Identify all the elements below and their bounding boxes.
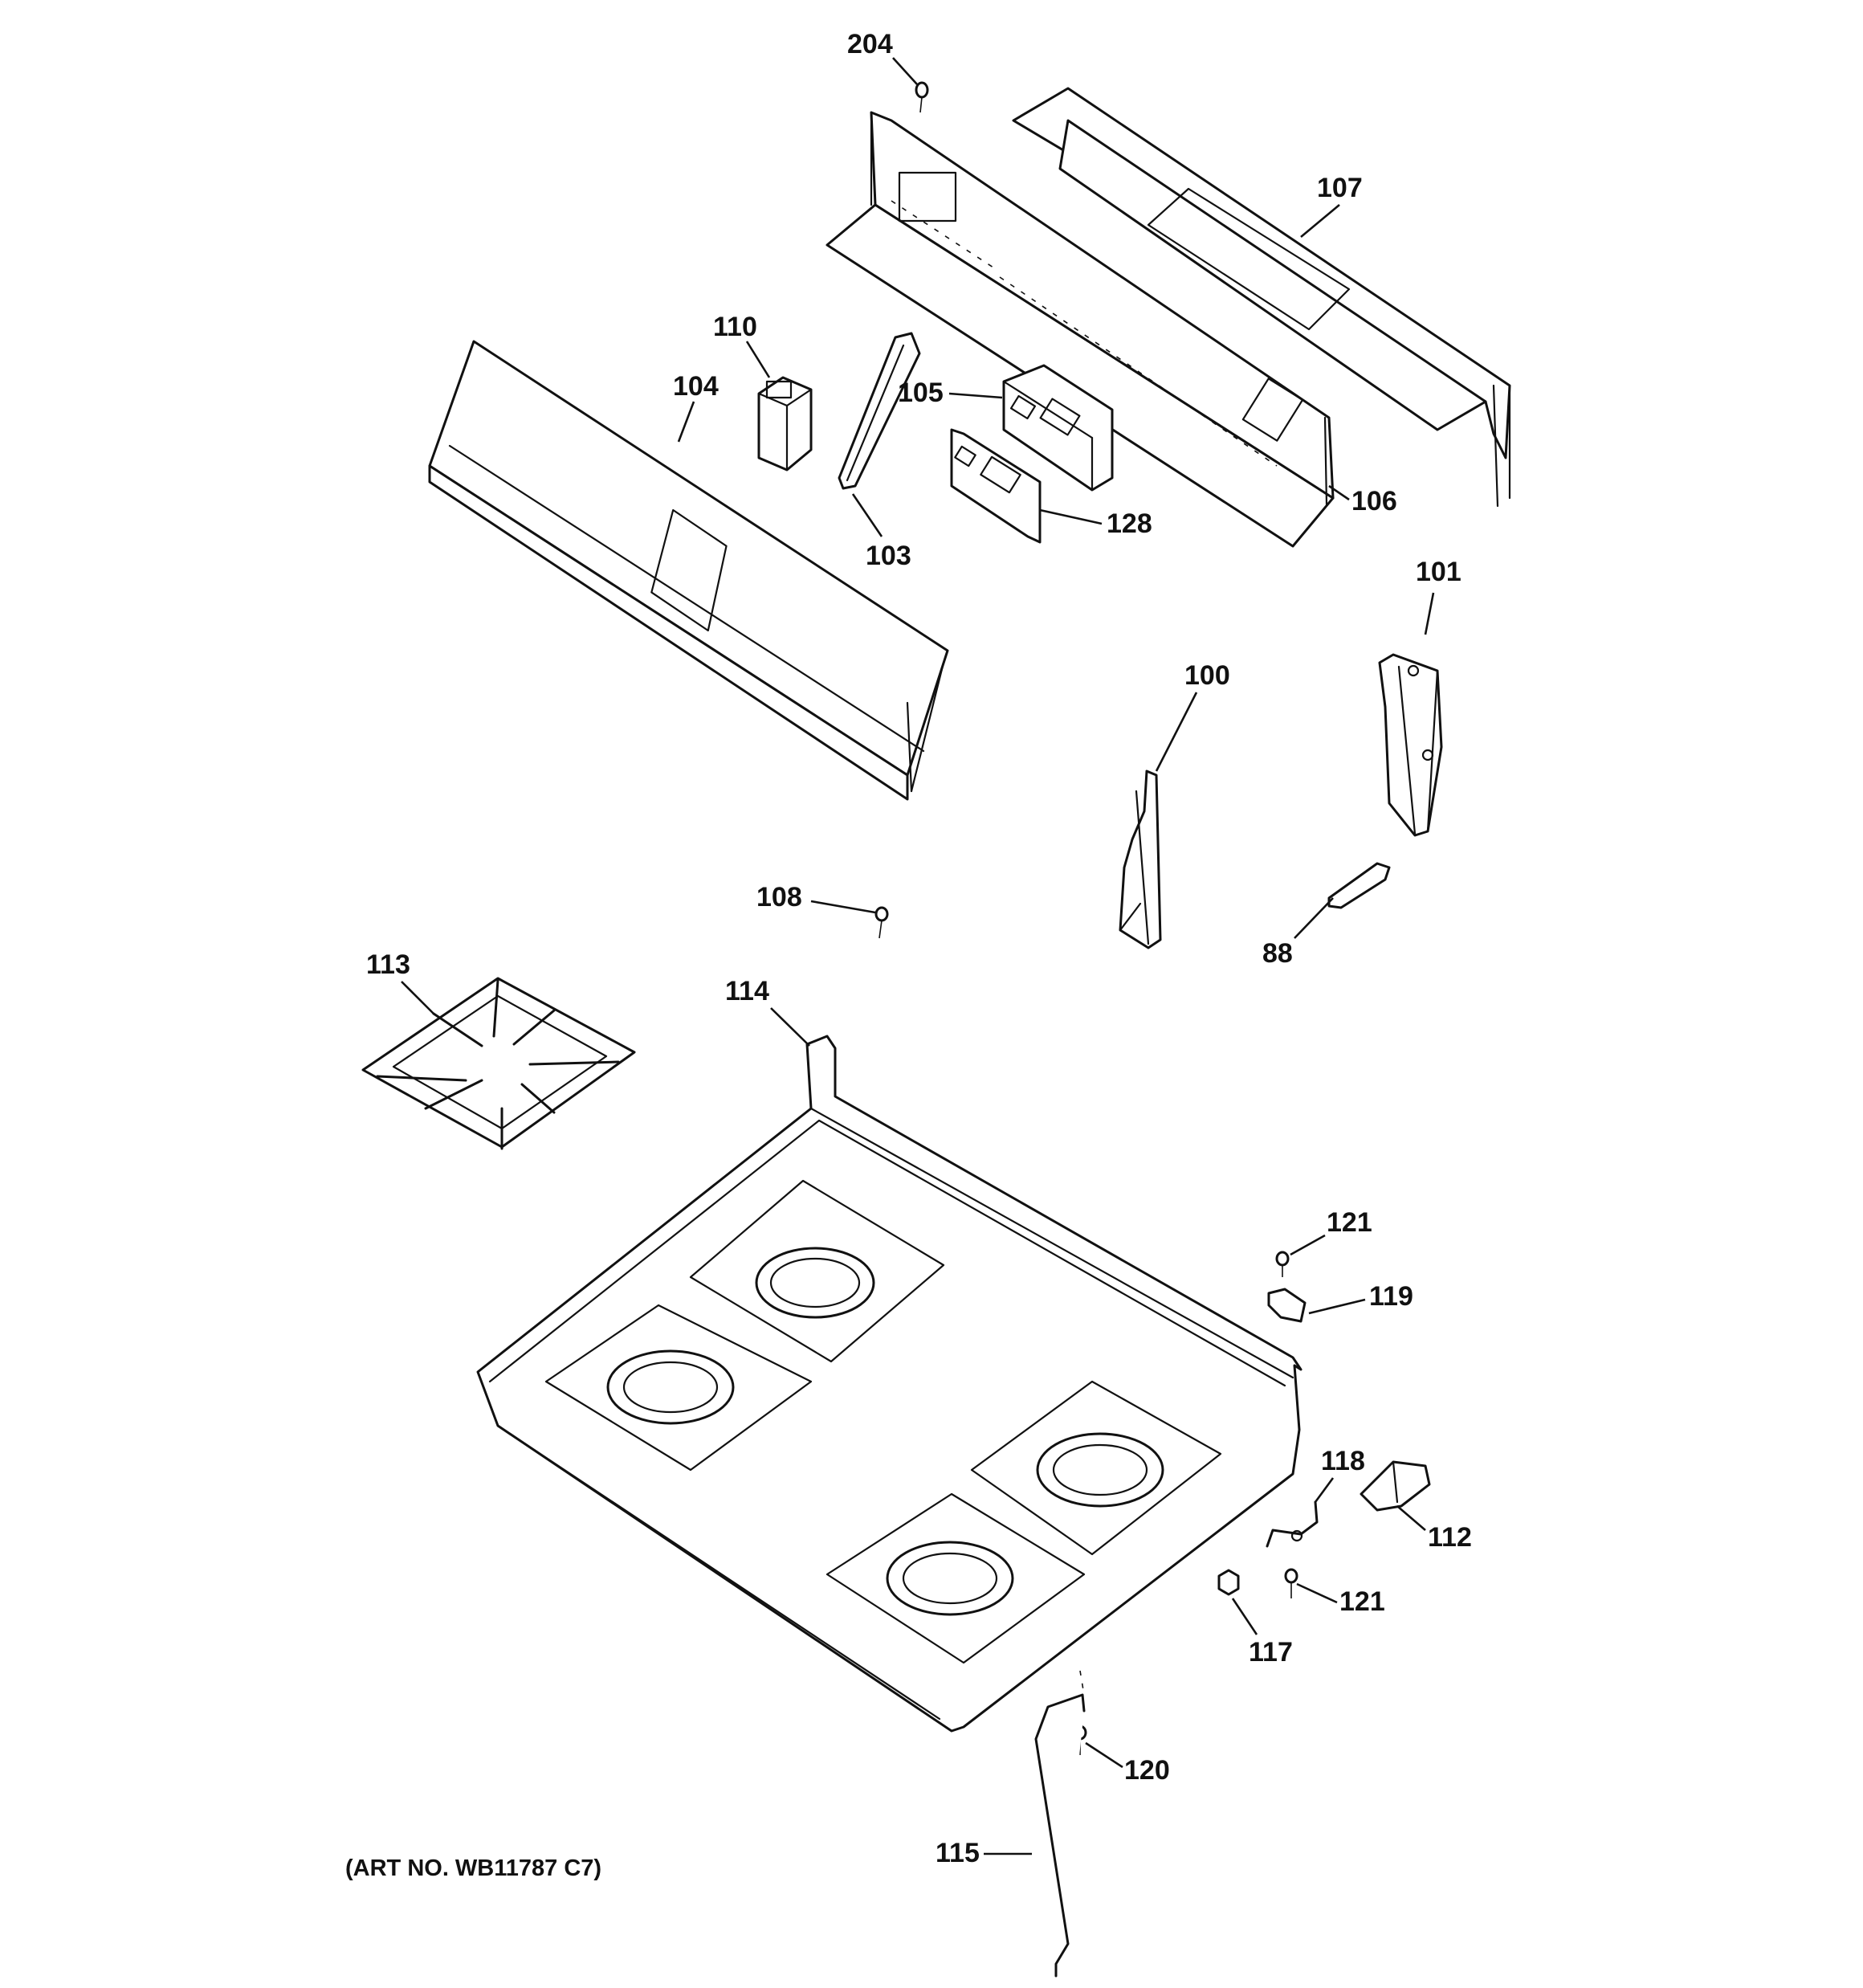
leader-128 [1039,508,1103,525]
leader-114 [770,1007,810,1047]
leader-107 [1300,204,1340,238]
callout-115: 115 [936,1838,980,1868]
part-114-cooktop [476,1035,1302,1733]
leader-117 [1231,1598,1258,1635]
callout-108: 108 [756,882,802,912]
part-108-screw [874,906,889,939]
leader-204 [892,57,918,85]
callout-110: 110 [713,312,757,342]
leader-103 [851,493,883,537]
leader-108 [810,900,876,914]
leader-104 [677,401,695,443]
part-104-control-panel [428,340,949,801]
part-117-nut [1217,1569,1240,1596]
callout-119: 119 [1369,1281,1413,1312]
callout-88: 88 [1262,938,1293,969]
callout-121-lower: 121 [1339,1586,1385,1617]
part-115-support-rod [1034,1670,1086,1978]
callout-117: 117 [1249,1637,1293,1668]
leader-119 [1308,1298,1366,1315]
callout-105: 105 [898,378,944,408]
leader-121-upper [1290,1234,1326,1256]
callout-112: 112 [1428,1522,1472,1553]
part-112-hinge [1360,1460,1431,1512]
callout-120: 120 [1124,1755,1170,1786]
callout-204: 204 [847,29,893,59]
callout-107: 107 [1317,173,1363,203]
part-88-clip [1327,862,1391,909]
leader-118 [1314,1477,1335,1503]
art-number: (ART NO. WB11787 C7) [345,1855,601,1881]
leader-88 [1294,897,1334,939]
part-110-relay [757,376,813,471]
part-128-overlay [950,428,1042,544]
part-101-side-bracket [1378,653,1443,837]
callout-113: 113 [366,949,410,980]
leader-121-lower [1296,1582,1338,1604]
callout-100: 100 [1184,660,1230,691]
part-107-rear-trim [1012,87,1511,508]
part-106-backsplash [826,111,1335,548]
callout-128: 128 [1107,508,1152,539]
leader-106 [1328,484,1350,501]
part-119-hinge-bracket [1267,1288,1307,1323]
leader-105 [948,392,1003,399]
callout-114: 114 [725,976,769,1006]
leader-113 [401,981,434,1014]
leader-101 [1424,592,1435,635]
callout-118: 118 [1321,1446,1365,1476]
part-103-bracket [838,332,921,490]
part-105-clock-timer [1002,364,1114,492]
part-113-burner-grate [361,977,636,1150]
leader-120 [1085,1741,1123,1769]
leader-100 [1155,692,1198,772]
callout-104: 104 [673,371,719,402]
leader-110 [745,341,771,378]
callout-121-upper: 121 [1327,1207,1372,1238]
part-118-bracket [1266,1500,1319,1548]
callout-106: 106 [1351,486,1397,516]
part-100-end-cap [1119,769,1162,949]
leader-112 [1396,1505,1426,1531]
callout-103: 103 [866,541,911,571]
part-121-screw-lower [1284,1568,1298,1598]
callout-101: 101 [1416,557,1461,587]
part-204-screw [915,81,929,113]
part-121-screw-upper [1275,1251,1290,1277]
